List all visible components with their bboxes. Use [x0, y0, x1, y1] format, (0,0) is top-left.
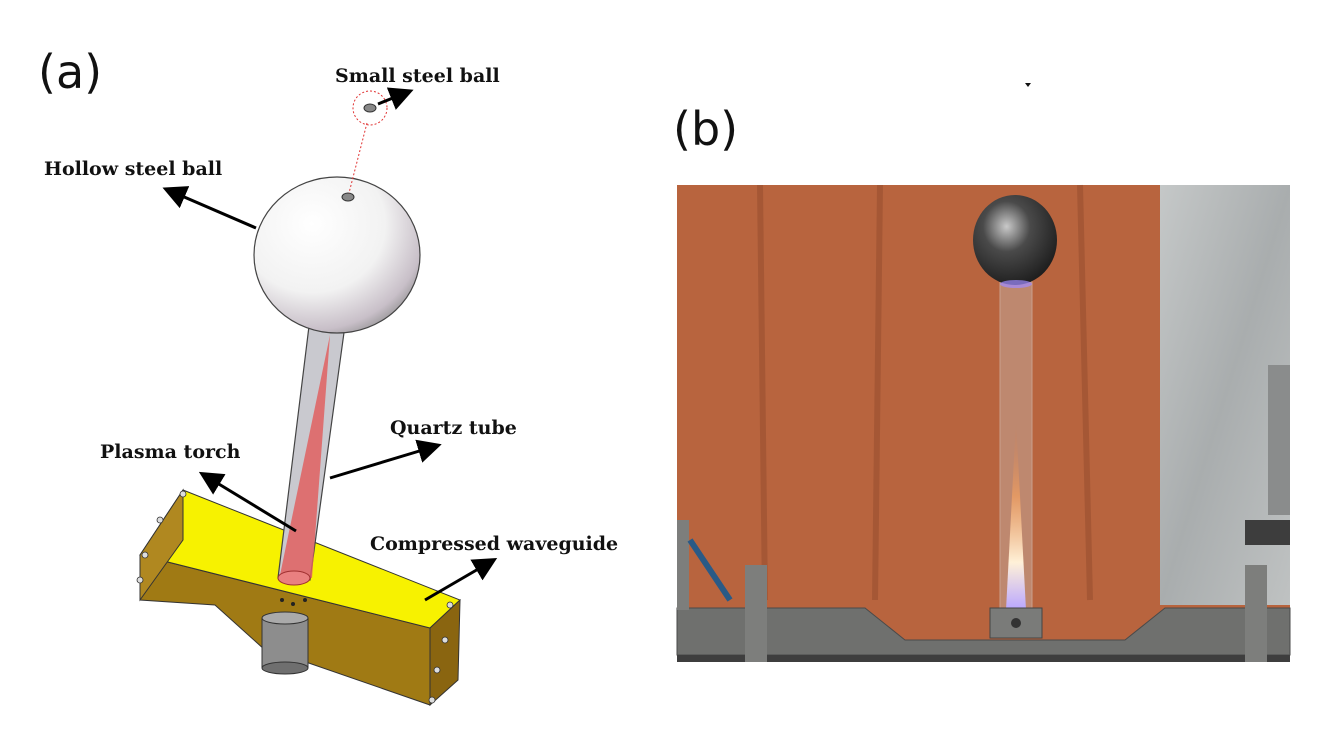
experiment-photo — [676, 184, 1291, 662]
callout-leader — [348, 122, 368, 194]
hollow-steel-ball — [253, 176, 421, 334]
photo-steel-ball — [973, 195, 1057, 285]
label-plasma-torch: Plasma torch — [100, 441, 241, 463]
callout-arrows — [162, 87, 498, 602]
label-small-steel-ball: Small steel ball — [335, 65, 500, 87]
label-hollow-steel-ball: Hollow steel ball — [44, 158, 222, 180]
panel-b-label: (b) — [673, 102, 738, 156]
stray-mark — [1025, 83, 1031, 87]
small-steel-ball — [363, 103, 377, 113]
panel-a: (a) — [38, 45, 618, 707]
quartz-tube — [277, 317, 347, 606]
ball-hole — [341, 192, 355, 202]
label-compressed-waveguide: Compressed waveguide — [370, 533, 618, 555]
label-quartz-tube: Quartz tube — [390, 417, 517, 439]
base-cylinder — [261, 611, 309, 675]
panel-a-label: (a) — [38, 45, 102, 99]
panel-b: (b) — [673, 83, 1291, 662]
plasma-torch — [280, 335, 330, 578]
